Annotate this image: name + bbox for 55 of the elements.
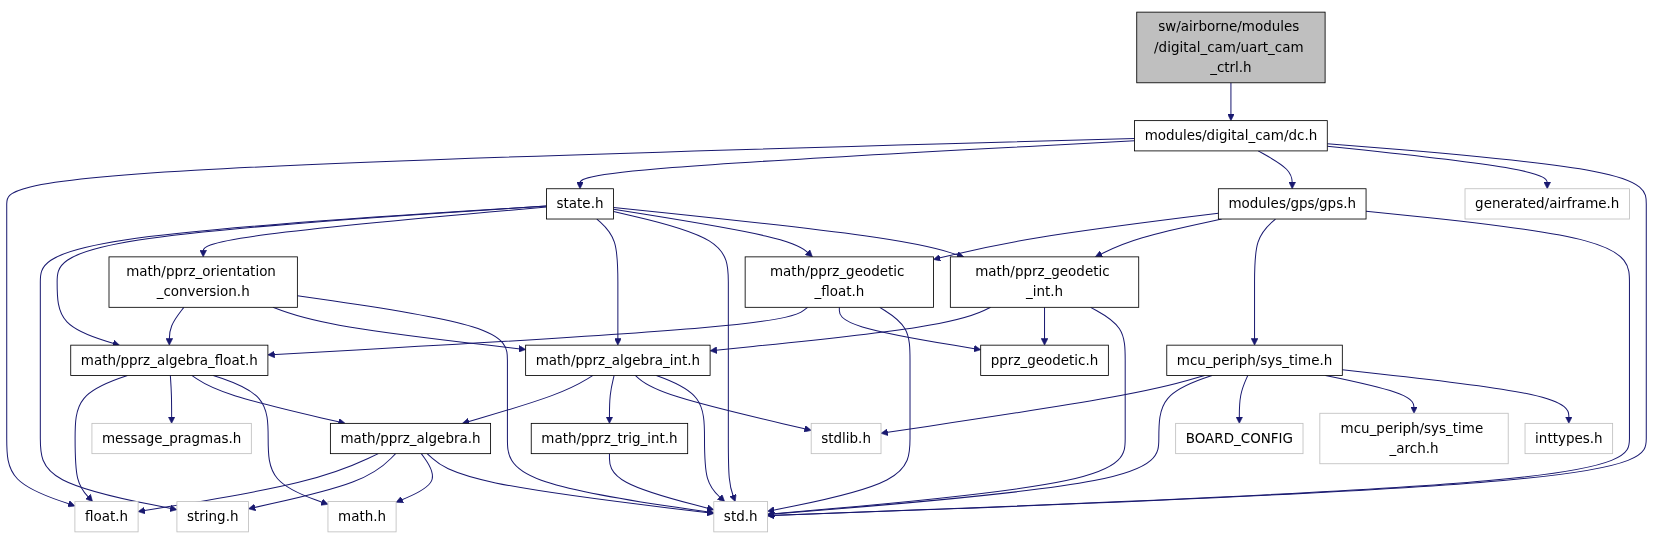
arrow [1257, 150, 1296, 190]
arrow [1326, 145, 1551, 190]
arrow [248, 453, 397, 511]
node-box: math/pprz_geodetic _float.h [744, 256, 934, 308]
node-box: sw/airborne/modules /digital_cam/uart_cam _ctrl.h [1136, 11, 1326, 84]
node-box: modules/digital_cam/dc.h [1134, 120, 1328, 152]
node-box: BOARD_CONFIG [1175, 422, 1304, 455]
node-box: state.h [546, 188, 614, 220]
node-box: inttypes.h [1524, 422, 1614, 455]
arrow [1341, 369, 1573, 424]
node-box: math/pprz_orientation _conversion.h [108, 256, 298, 308]
arrow [165, 306, 185, 346]
arrow [838, 306, 982, 353]
node-box: message_pragmas.h [91, 422, 252, 455]
arrow [296, 295, 715, 516]
arrow [767, 143, 1647, 520]
arrow [56, 205, 547, 347]
node-box: mcu_periph/sys_time _arch.h [1319, 412, 1509, 465]
arrow [395, 453, 434, 504]
arrow [608, 453, 715, 512]
node-box: stdlib.h [810, 422, 882, 455]
arrow [199, 206, 547, 258]
node-box: math/pprz_geodetic _int.h [949, 256, 1140, 308]
arrow [39, 205, 547, 512]
arrow [576, 140, 1136, 190]
arrow [1227, 82, 1235, 121]
node-box: math/pprz_algebra_float.h [70, 344, 269, 376]
arrow [6, 137, 1136, 508]
arrow [933, 212, 1219, 262]
node-box: float.h [74, 501, 139, 533]
node-box: math/pprz_algebra.h [329, 422, 491, 455]
node-box: pprz_geodetic.h [980, 344, 1109, 376]
arrow [74, 374, 128, 502]
node-box: modules/gps/gps.h [1217, 188, 1367, 220]
arrow [605, 374, 615, 424]
arrow [767, 210, 1630, 520]
node-box: std.h [713, 501, 768, 533]
arrow [1235, 374, 1249, 424]
node-box: string.h [176, 501, 249, 533]
arrow [1040, 306, 1049, 346]
node-box: math/pprz_trig_int.h [530, 422, 689, 455]
arrow [596, 218, 622, 346]
node-box: math/pprz_algebra_int.h [525, 344, 711, 376]
arrow [426, 453, 715, 517]
arrow [1250, 218, 1276, 346]
arrow [634, 374, 812, 433]
node-box: math.h [327, 501, 397, 533]
node-box: generated/airframe.h [1464, 188, 1630, 220]
arrow [137, 453, 379, 515]
arrow [267, 306, 809, 359]
arrow [767, 306, 911, 514]
arrow [613, 208, 813, 258]
arrow [167, 374, 176, 424]
node-box: mcu_periph/sys_time.h [1166, 344, 1343, 376]
arrow [613, 211, 737, 502]
